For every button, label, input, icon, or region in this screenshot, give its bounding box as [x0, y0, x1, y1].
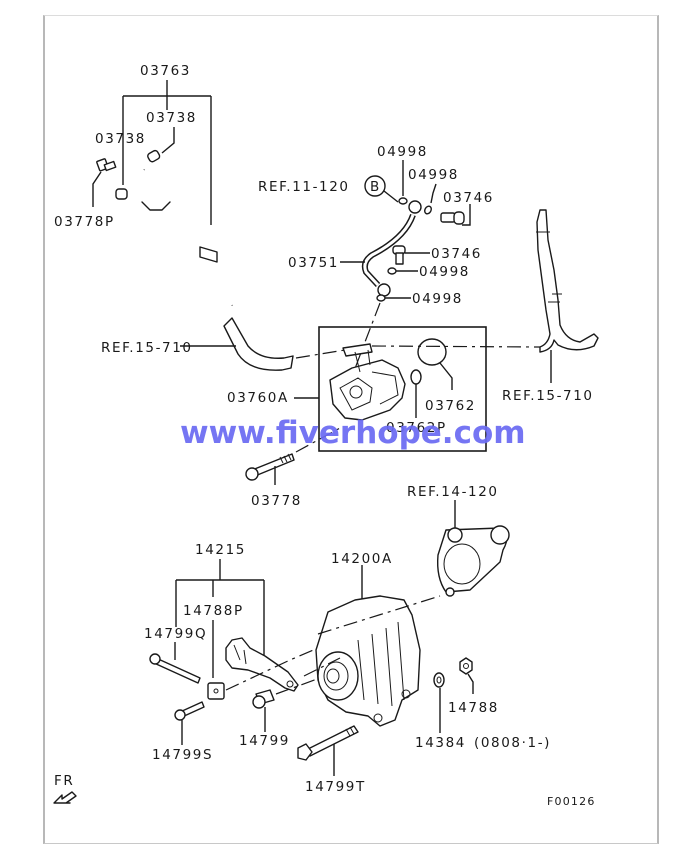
- leader-04998-b: [430, 183, 437, 204]
- o-ring-03762: [417, 338, 447, 366]
- label-ref-14-120: REF.14-120: [407, 484, 499, 500]
- spacer-14788P: [207, 682, 225, 700]
- housing-ref-14-120: [436, 500, 510, 597]
- bolt-03778P: [96, 158, 117, 172]
- pipe-clip: [141, 201, 171, 211]
- label-04998-c: 04998: [419, 264, 470, 280]
- banjo-fitting: [408, 200, 422, 214]
- washer-04998-a: [398, 197, 408, 205]
- label-04998-b: 04998: [408, 167, 459, 183]
- label-03738-b: 03738: [146, 110, 197, 126]
- leader-03762: [439, 362, 453, 390]
- stud-14799Q: [153, 657, 201, 684]
- bolt-03778: [245, 427, 341, 485]
- alternator-pulley: [317, 651, 359, 701]
- label-ref-circle-b: B: [370, 179, 379, 195]
- pipe-bracket: [199, 246, 218, 263]
- leader-03738-b: [161, 127, 175, 154]
- o-ring-03762P: [410, 369, 422, 385]
- label-03762P: 03762P: [386, 420, 447, 436]
- label-ref-11-120: REF.11-120: [258, 179, 350, 195]
- label-04998-d: 04998: [412, 291, 463, 307]
- pipe-assembly-03763: [92, 80, 294, 371]
- alternator-14200A: [303, 565, 441, 727]
- bolt-14799T: [297, 725, 359, 776]
- pump-inlet-nipple: [342, 343, 373, 357]
- label-03751: 03751: [288, 255, 339, 271]
- label-03738-a: 03738: [95, 131, 146, 147]
- hose-assembly-right: [536, 209, 599, 383]
- label-03763: 03763: [140, 63, 191, 79]
- banjo-bolt-03746-a: [440, 211, 465, 225]
- watermark: www.fiverhope.com: [180, 415, 526, 451]
- leader-03778P: [92, 171, 102, 207]
- vacuum-pump-box: [318, 326, 487, 452]
- group-bracket-03763: [122, 80, 212, 225]
- fitting-03738-a: [115, 188, 128, 200]
- fr-arrow-icon: [53, 791, 77, 804]
- ref-circle-b: [364, 175, 386, 197]
- label-ref-15-710-right: REF.15-710: [502, 388, 594, 404]
- label-04998-a: 04998: [377, 144, 428, 160]
- label-03778P: 03778P: [54, 214, 115, 230]
- label-14799Q: 14799Q: [144, 626, 207, 642]
- washer-04998-b: [424, 205, 432, 215]
- leader-03746-a: [462, 204, 471, 226]
- label-03778: 03778: [251, 493, 302, 509]
- label-14215: 14215: [195, 542, 246, 558]
- label-14384-note: (0808·1-): [474, 735, 551, 751]
- label-14384: 14384: [415, 735, 466, 751]
- group-bracket-14215: [175, 559, 265, 655]
- figure-code: F00126: [547, 795, 596, 808]
- label-14799T: 14799T: [305, 779, 366, 795]
- leader-14788: [467, 673, 474, 694]
- nut-14788: [459, 657, 474, 694]
- hose-ref-15-710: [223, 317, 294, 371]
- banjo-bolt-03746-b: [392, 245, 406, 265]
- label-03762: 03762: [425, 398, 476, 414]
- label-14788: 14788: [448, 700, 499, 716]
- washer-04998-d: [376, 294, 386, 302]
- diagram-frame: [43, 15, 659, 844]
- fitting-03738-b: [147, 149, 161, 163]
- label-14788P: 14788P: [183, 603, 244, 619]
- vacuum-pipe-03751: [340, 160, 471, 396]
- hose-ref-15-710-right: [536, 209, 599, 353]
- label-03746-b: 03746: [431, 246, 482, 262]
- label-03746-a: 03746: [443, 190, 494, 206]
- banjo-fitting-lower: [377, 283, 391, 297]
- washer-04998-c: [387, 267, 397, 275]
- front-direction-indicator: [53, 791, 77, 804]
- vacuum-pump-03760A: [294, 326, 541, 452]
- label-ref-15-710-left: REF.15-710: [101, 340, 193, 356]
- label-03760A: 03760A: [227, 390, 289, 406]
- label-14799S: 14799S: [152, 747, 213, 763]
- label-14799: 14799: [239, 733, 290, 749]
- label-14200A: 14200A: [331, 551, 393, 567]
- washer-14384: [433, 672, 445, 733]
- bracket-group-14215: [149, 559, 333, 745]
- label-fr: FR: [54, 773, 74, 789]
